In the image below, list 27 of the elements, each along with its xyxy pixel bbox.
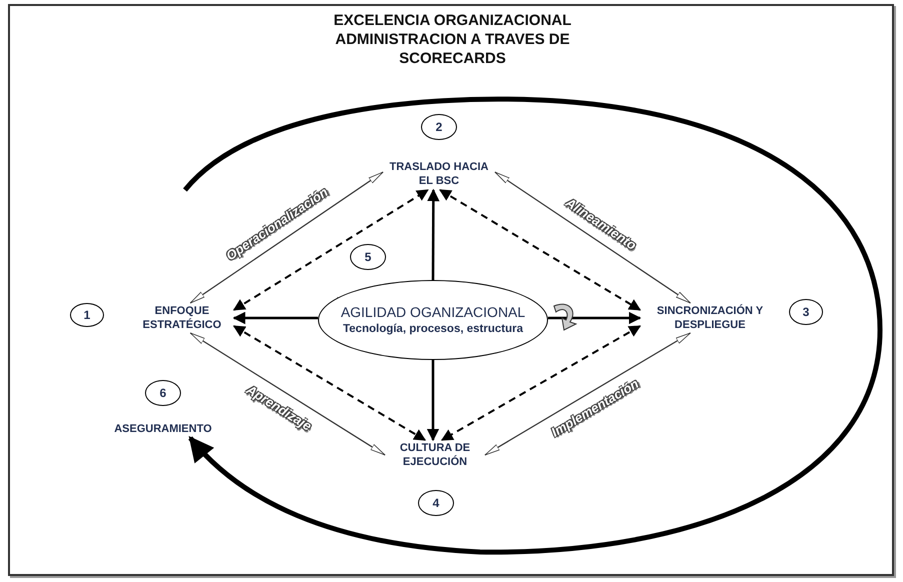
- arrow: [439, 189, 642, 311]
- ellipse-subtitle: Tecnología, procesos, estructura: [342, 322, 523, 336]
- arrow: [548, 312, 642, 324]
- number-circle: 5: [350, 244, 386, 270]
- number-circle: 3: [789, 299, 823, 325]
- stage-label: CULTURA DE EJECUCIÓN: [385, 440, 485, 470]
- number-circle: 1: [70, 303, 104, 327]
- arrow: [232, 189, 429, 311]
- arrow: [440, 325, 642, 441]
- arrow: [232, 325, 426, 441]
- number-circle: 4: [418, 490, 454, 516]
- double-arrow: [190, 172, 384, 304]
- number-circle: 2: [421, 114, 457, 140]
- number-circle: 6: [145, 380, 181, 406]
- stage-label: ENFOQUE ESTRATÉGICO: [130, 303, 234, 333]
- double-arrow: [494, 172, 691, 304]
- stage-label: ASEGURAMIENTO: [98, 420, 228, 438]
- arrow: [427, 188, 440, 280]
- arrow: [426, 360, 440, 442]
- ellipse-title: AGILIDAD OGANIZACIONAL: [340, 304, 526, 322]
- stage-label: TRASLADO HACIA EL BSC: [383, 158, 495, 190]
- diagram-title: EXCELENCIA ORGANIZACIONAL ADMINISTRACION A TRAVES DE SCORECARDS: [332, 12, 572, 68]
- arrow: [232, 312, 318, 324]
- double-arrow: [484, 332, 691, 456]
- stage-label: SINCRONIZACIÓN Y DESPLIEGUE: [640, 303, 780, 333]
- double-arrow: [190, 332, 386, 456]
- arrow: [183, 96, 882, 554]
